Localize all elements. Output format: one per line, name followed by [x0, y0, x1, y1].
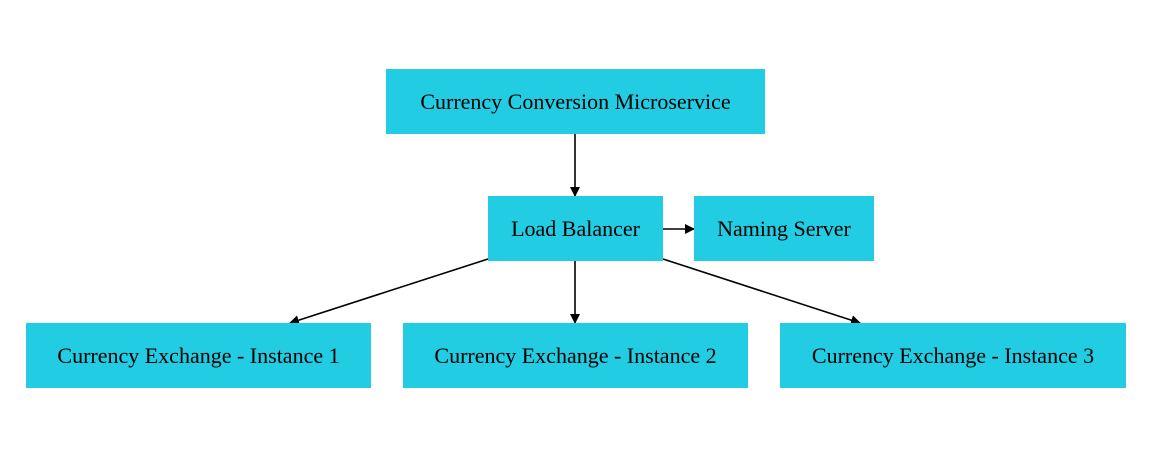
node-currency-exchange-instance-3: Currency Exchange - Instance 3 [780, 323, 1126, 388]
node-currency-conversion-microservice: Currency Conversion Microservice [386, 69, 765, 134]
node-naming-server: Naming Server [694, 196, 874, 261]
edge-load-balancer-to-exchange-3 [662, 258, 861, 325]
node-currency-exchange-instance-2: Currency Exchange - Instance 2 [403, 323, 748, 388]
node-load-balancer: Load Balancer [488, 196, 663, 261]
node-label: Currency Exchange - Instance 3 [811, 342, 1095, 368]
edge-load-balancer-to-exchange-1 [289, 258, 489, 325]
node-label: Currency Conversion Microservice [420, 88, 731, 114]
node-label: Load Balancer [511, 215, 640, 241]
node-label: Naming Server [717, 215, 851, 241]
node-label: Currency Exchange - Instance 1 [57, 342, 340, 368]
node-currency-exchange-instance-1: Currency Exchange - Instance 1 [26, 323, 371, 388]
node-label: Currency Exchange - Instance 2 [434, 342, 717, 368]
